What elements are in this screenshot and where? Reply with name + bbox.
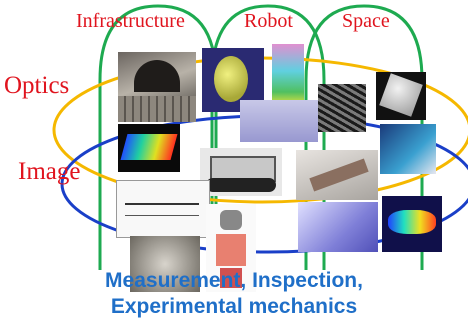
- rover-robot: [200, 148, 282, 196]
- drawing-sketch: [116, 180, 210, 238]
- tunnel-photo: [118, 52, 196, 122]
- heatmap-wave: [382, 196, 442, 252]
- rail-model: [296, 150, 378, 200]
- domain-label-space: Space: [342, 10, 390, 32]
- satellite-earth: [380, 124, 436, 174]
- caption-line1: Measurement, Inspection,: [105, 269, 363, 292]
- axis-label-image: Image: [18, 158, 81, 185]
- fringe-pattern: [318, 84, 366, 132]
- space-region: [304, 4, 424, 270]
- dice-3d: [376, 72, 426, 120]
- humanoid-robot: [206, 204, 256, 292]
- pipe-inspection: [130, 236, 200, 292]
- domain-label-infrastructure: Infrastructure: [76, 10, 185, 32]
- terrain-3d: [298, 202, 378, 252]
- domain-label-robot: Robot: [244, 10, 293, 32]
- colored-panel-3d: [272, 44, 304, 104]
- heatmap-surface: [118, 124, 180, 172]
- axis-label-optics: Optics: [4, 72, 70, 99]
- hand-scan-3d: [240, 100, 318, 142]
- caption-line2: Experimental mechanics: [110, 295, 358, 318]
